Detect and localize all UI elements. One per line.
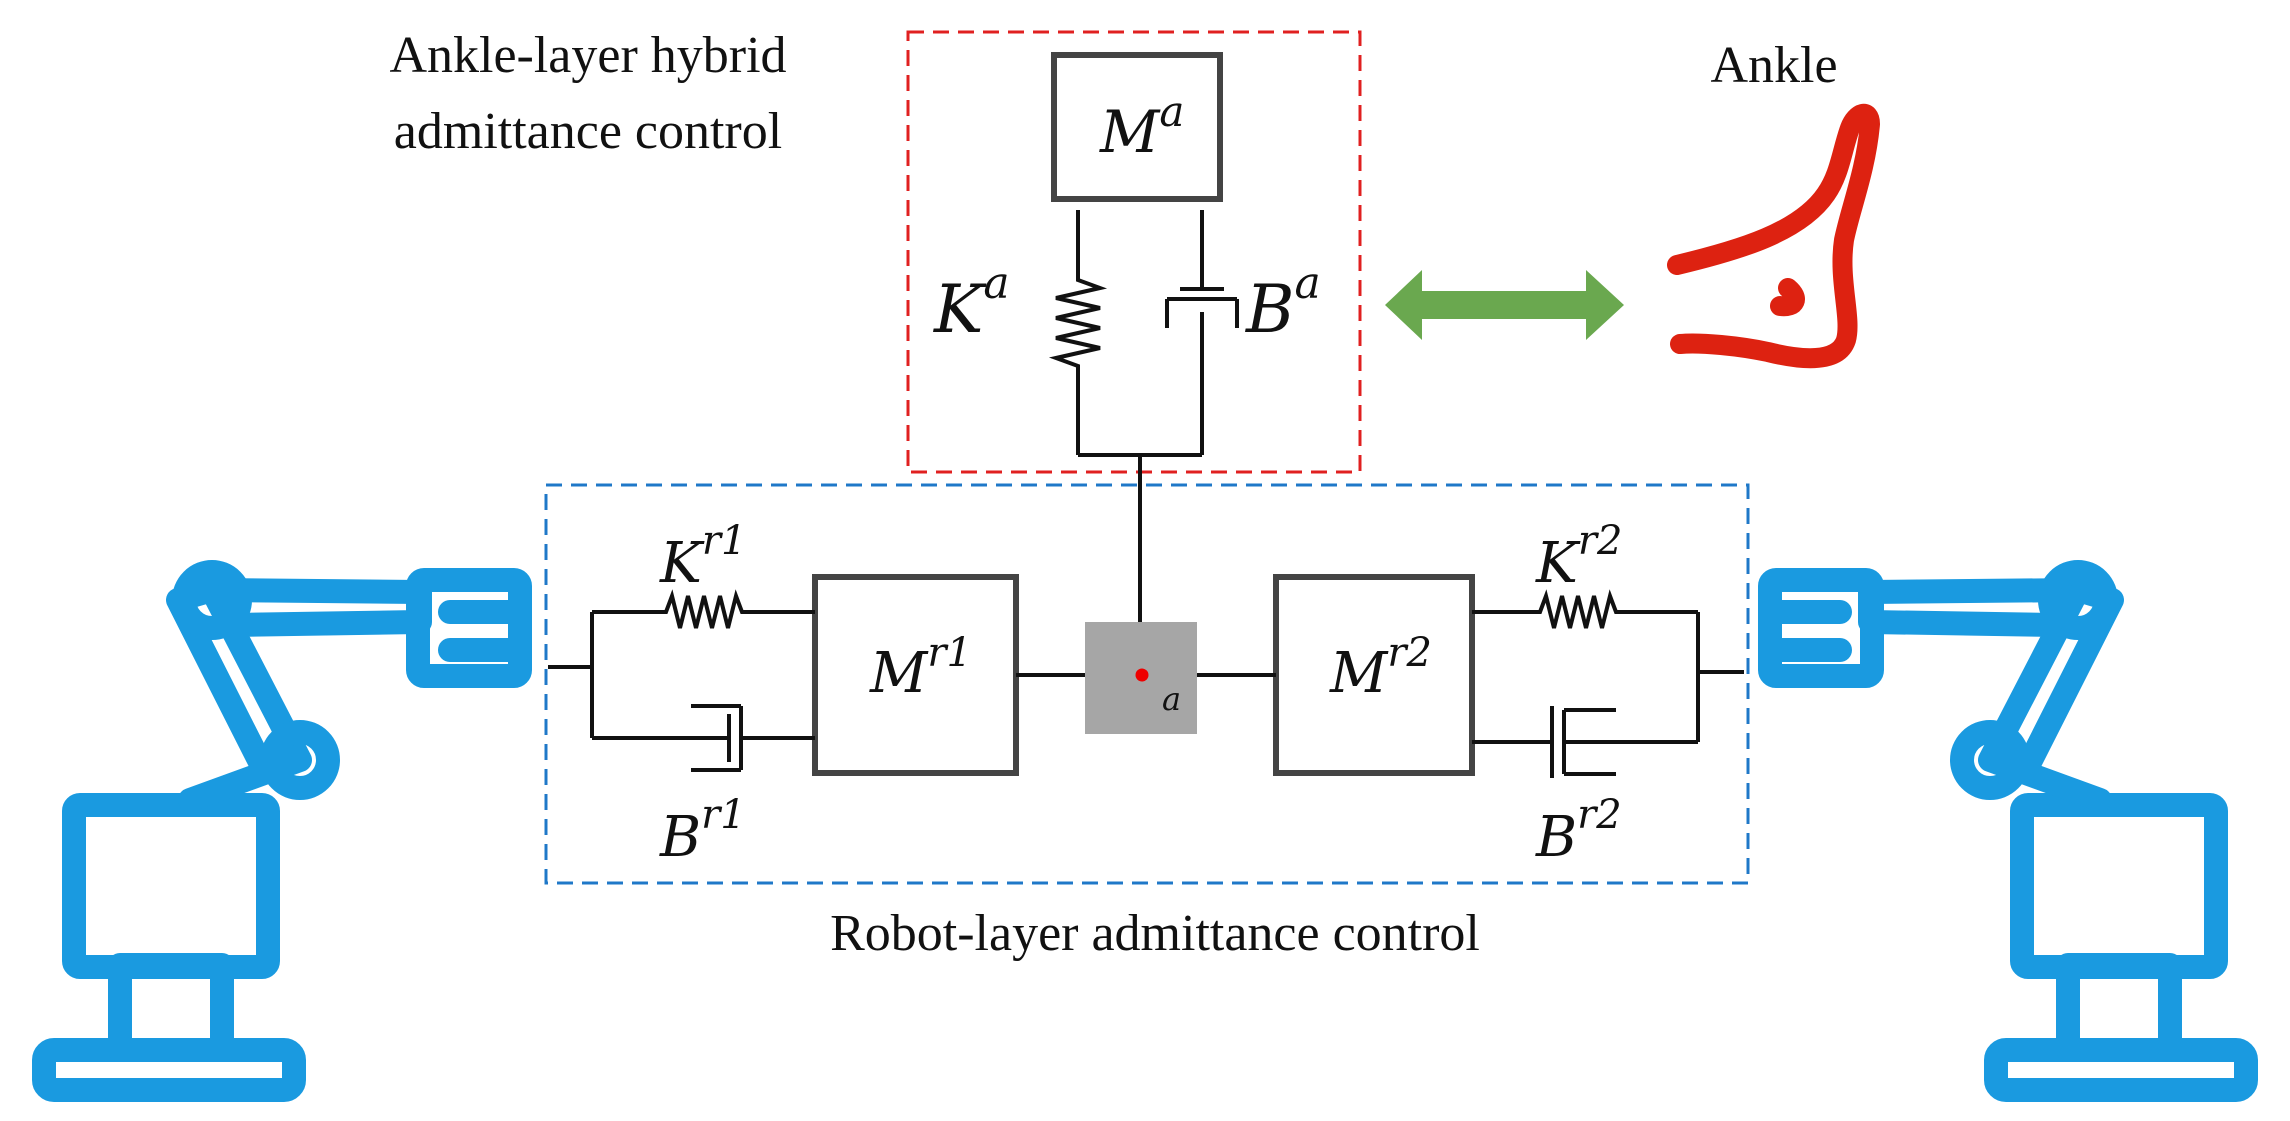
ankle-layer-title-line2: admittance control — [394, 103, 782, 160]
damper-Br2 — [1472, 706, 1698, 778]
robot-layer-title: Robot-layer admittance control — [830, 905, 1480, 962]
mass-Mr1-label: Mr1 — [869, 630, 972, 706]
spring-Kr1-label: Kr1 — [659, 518, 746, 596]
point-a-label: a — [1162, 680, 1181, 718]
ankle-icon — [1667, 104, 1880, 369]
spring-Ka-label: Ka — [933, 258, 1010, 348]
mass-Mr1-block — [812, 574, 1019, 776]
spring-Kr1 — [592, 589, 815, 629]
damper-Br1 — [592, 704, 815, 772]
point-a-dot — [1135, 668, 1149, 682]
left-network-frame — [548, 612, 594, 738]
spring-Kr2 — [1472, 589, 1698, 629]
robot-arm-right-icon — [1758, 560, 2258, 1102]
mass-Mr2-label: Mr2 — [1329, 630, 1432, 706]
damper-Ba — [1165, 210, 1239, 455]
mass-Mr2-block — [1273, 574, 1475, 776]
ankle-layer-title-line1: Ankle-layer hybrid — [389, 27, 786, 84]
ankle-junction — [1078, 453, 1202, 622]
ankle-layer-box — [906, 30, 1362, 474]
damper-Ba-label: Ba — [1245, 258, 1321, 348]
mass-Ma-block — [1051, 52, 1223, 202]
double-arrow-icon — [1385, 270, 1624, 340]
spring-Ka — [1048, 210, 1108, 455]
damper-Br1-label: Br1 — [659, 792, 746, 870]
robot-layer-box — [544, 483, 1750, 885]
right-network-frame — [1696, 612, 1744, 742]
ankle-label: Ankle — [1710, 37, 1837, 94]
mass-Ma-label: Ma — [1099, 87, 1184, 166]
robot-arm-left-icon — [32, 560, 532, 1102]
spring-Kr2-label: Kr2 — [1535, 518, 1622, 596]
damper-Br2-label: Br2 — [1535, 792, 1622, 870]
